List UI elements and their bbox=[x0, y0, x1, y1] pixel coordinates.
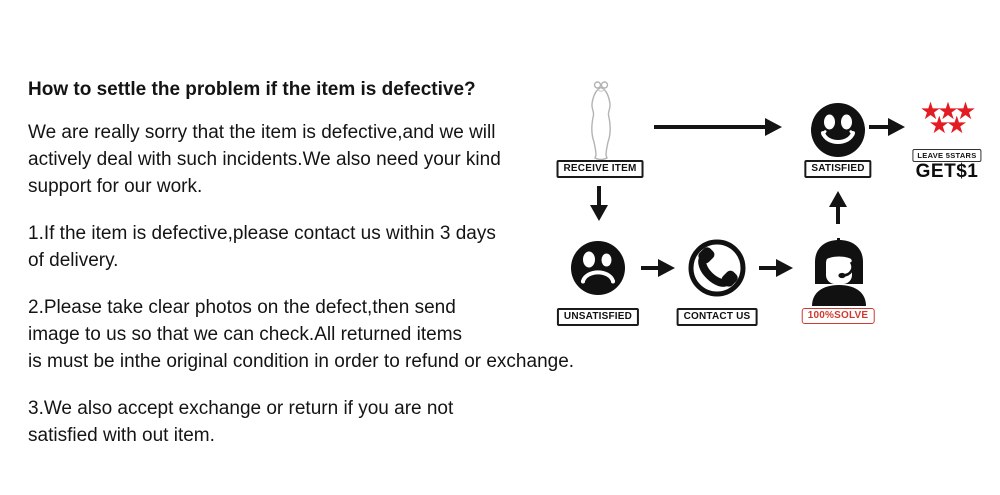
get-dollar-reward-label: GET$1 bbox=[915, 161, 979, 182]
solve-label: 100%SOLVE bbox=[801, 308, 875, 324]
unsatisfied-label: UNSATISFIED bbox=[556, 308, 640, 326]
arrow-receive-to-unsatisfied bbox=[590, 186, 608, 221]
policy-point-3: 3.We also accept exchange or return if y… bbox=[28, 398, 454, 446]
happy-face-icon bbox=[811, 103, 865, 157]
arrow-satisfied-to-stars bbox=[869, 118, 905, 136]
stars-row-bottom: ★ ★ bbox=[914, 113, 982, 137]
arrow-receive-to-satisfied bbox=[654, 118, 782, 136]
five-stars-icon: ★ ★ ★ ★ ★ bbox=[914, 99, 982, 137]
policy-heading: How to settle the problem if the item is… bbox=[28, 79, 476, 100]
star-icon: ★ bbox=[937, 97, 959, 125]
satisfied-label: SATISFIED bbox=[804, 160, 872, 178]
leave-5stars-label: LEAVE 5STARS bbox=[912, 149, 982, 162]
support-agent-icon bbox=[812, 238, 866, 306]
policy-point-1: 1.If the item is defective,please contac… bbox=[28, 223, 496, 271]
sad-face-icon bbox=[571, 241, 625, 295]
arrow-unsatisfied-to-contact bbox=[641, 259, 675, 277]
dress-icon bbox=[591, 81, 611, 160]
star-icon: ★ bbox=[919, 97, 942, 125]
policy-point-2: 2.Please take clear photos on the defect… bbox=[28, 297, 575, 372]
contact-us-label: CONTACT US bbox=[676, 308, 758, 326]
receive-item-label: RECEIVE ITEM bbox=[556, 160, 644, 178]
phone-icon bbox=[688, 239, 746, 297]
arrow-contact-to-solve bbox=[759, 259, 793, 277]
policy-intro: We are really sorry that the item is def… bbox=[28, 122, 501, 197]
star-icon: ★ bbox=[954, 97, 977, 125]
star-icon: ★ bbox=[946, 111, 968, 139]
arrow-solve-to-satisfied bbox=[829, 191, 847, 224]
stars-row-top: ★ ★ ★ bbox=[914, 99, 982, 123]
policy-text-column: How to settle the problem if the item is… bbox=[28, 76, 673, 469]
star-icon: ★ bbox=[928, 111, 950, 139]
